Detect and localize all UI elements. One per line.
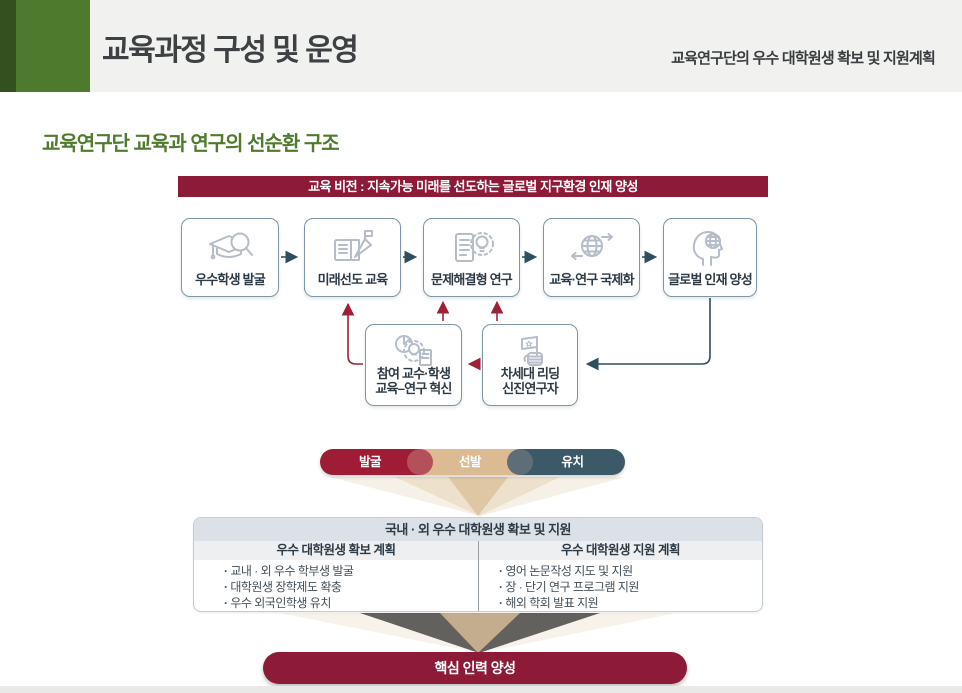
feedback-box-label-line1: 차세대 리딩 — [500, 366, 560, 381]
stage-junction-1 — [407, 449, 433, 475]
flow-box-label: 글로벌 인재 양성 — [668, 272, 753, 287]
arrow-faculty-education — [341, 302, 363, 365]
header-accent-dark — [0, 0, 16, 92]
table-column-headers: 우수 대학원생 확보 계획 우수 대학원생 지원 계획 — [194, 541, 762, 560]
table-title: 국내 · 외 우수 대학원생 확보 및 지원 — [194, 518, 762, 541]
list-item: 영어 논문작성 지도 및 지원 — [499, 563, 762, 579]
vision-banner: 교육 비전 : 지속가능 미래를 선도하는 글로벌 지구환경 인재 양성 — [178, 176, 768, 197]
beam-table-to-pill — [280, 613, 676, 653]
page-bottom-edge — [0, 686, 962, 693]
list-item: 해외 학회 발표 지원 — [499, 595, 762, 611]
flow-box-label: 우수학생 발굴 — [195, 272, 266, 287]
feedback-box-label-line2: 신진연구자 — [502, 381, 559, 396]
column-header-support-plan: 우수 대학원생 지원 계획 — [478, 541, 762, 560]
list-item: 대학원생 장학제도 확충 — [224, 579, 478, 595]
table-cell-secure-plan: 교내 · 외 우수 학부생 발굴 대학원생 장학제도 확충 우수 외국인학생 유… — [194, 560, 478, 611]
stage-pill-bar: 발굴 선발 유치 — [320, 449, 625, 475]
table-body: 교내 · 외 우수 학부생 발굴 대학원생 장학제도 확충 우수 외국인학생 유… — [194, 560, 762, 611]
stage-junction-2 — [507, 449, 533, 475]
head-globe-icon — [664, 227, 756, 271]
table-cell-support-plan: 영어 논문작성 지도 및 지원 장 · 단기 연구 프로그램 지원 해외 학회 … — [478, 560, 762, 611]
beam-pills-to-table — [330, 477, 625, 516]
header-subtitle: 교육연구단의 우수 대학원생 확보 및 지원계획 — [671, 50, 936, 67]
feedback-box-label-line2: 교육–연구 혁신 — [375, 381, 452, 396]
stage-pill-attract: 유치 — [520, 449, 625, 475]
list-item: 장 · 단기 연구 프로그램 지원 — [499, 579, 762, 595]
list-item: 교내 · 외 우수 학부생 발굴 — [224, 563, 478, 579]
page-title: 교육과정 구성 및 운영 — [102, 34, 359, 67]
flow-box-internationalization: 교육·연구 국제화 — [543, 218, 640, 297]
page-header: 교육과정 구성 및 운영 교육연구단의 우수 대학원생 확보 및 지원계획 — [0, 0, 962, 92]
arrow-box5-nextgen — [585, 298, 711, 371]
flow-box-problem-solving-research: 문제해결형 연구 — [423, 218, 520, 297]
flag-hand-icon — [483, 333, 577, 377]
header-accent-green — [16, 0, 90, 92]
checklist-bulb-icon — [424, 227, 519, 271]
pie-bulb-book-icon — [366, 333, 461, 377]
section-title: 교육연구단 교육과 연구의 선순환 구조 — [42, 133, 340, 155]
book-rocket-icon — [305, 227, 400, 271]
stage-pill-select: 선발 — [420, 449, 520, 475]
flow-box-global-talent: 글로벌 인재 양성 — [663, 218, 757, 297]
stage-pill-discover: 발굴 — [320, 449, 420, 475]
globe-exchange-icon — [544, 227, 639, 271]
core-talent-pill: 핵심 인력 양성 — [263, 652, 687, 684]
flow-box-label: 교육·연구 국제화 — [549, 272, 634, 287]
flow-box-label: 문제해결형 연구 — [431, 272, 513, 287]
flow-box-future-education: 미래선도 교육 — [304, 218, 401, 297]
feedback-box-label-line1: 참여 교수·학생 — [376, 366, 451, 381]
list-item: 우수 외국인학생 유치 — [224, 595, 478, 611]
grad-cap-search-icon — [182, 227, 278, 271]
column-header-secure-plan: 우수 대학원생 확보 계획 — [276, 543, 396, 557]
flow-box-label: 미래선도 교육 — [317, 272, 389, 287]
grad-student-plan-table: 국내 · 외 우수 대학원생 확보 및 지원 우수 대학원생 확보 계획 우수 … — [193, 517, 763, 612]
flow-box-student-discovery: 우수학생 발굴 — [181, 218, 279, 297]
